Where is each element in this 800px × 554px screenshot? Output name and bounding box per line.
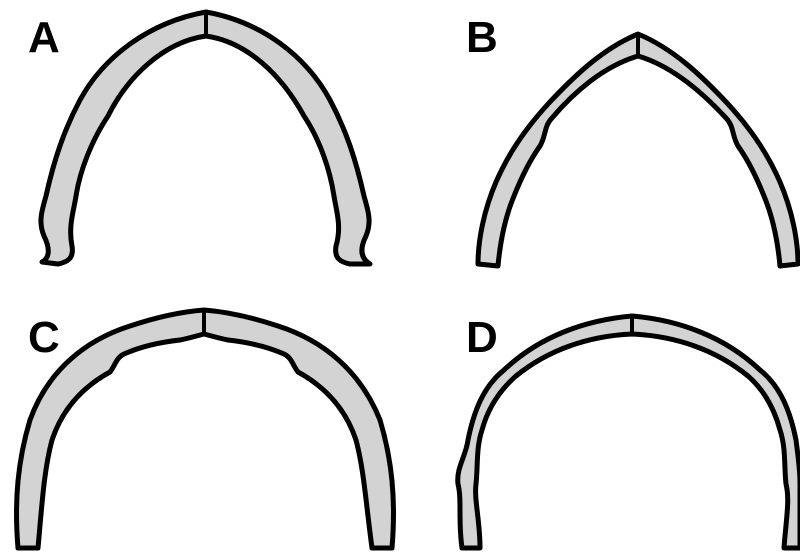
arch-a-shape [41, 12, 370, 264]
panel-label-b: B [466, 16, 498, 60]
arch-a [41, 12, 370, 264]
panel-label-c: C [28, 316, 60, 360]
arch-d [458, 316, 800, 548]
panel-label-d: D [466, 316, 498, 360]
arch-b [478, 34, 798, 266]
panel-label-a: A [28, 16, 60, 60]
arch-d-shape [458, 316, 800, 548]
arch-c [17, 310, 394, 548]
arch-b-shape [478, 34, 798, 266]
arch-c-shape [17, 310, 394, 548]
